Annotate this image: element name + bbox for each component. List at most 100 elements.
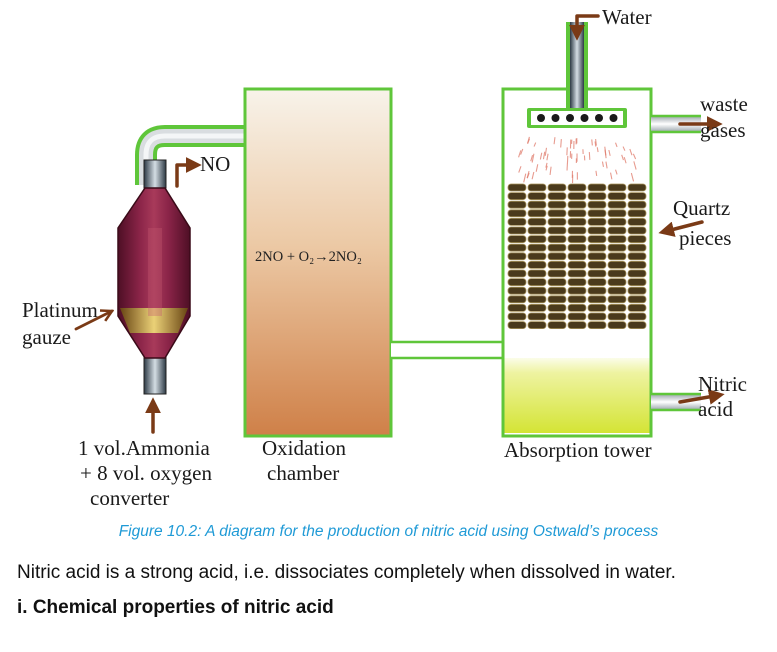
spray-droplet: [560, 139, 562, 148]
oxidation-label: Oxidation: [262, 436, 346, 460]
nitric-acid-outlet-pipe: [651, 392, 701, 412]
quartz-piece: [527, 200, 547, 209]
quartz-piece: [587, 278, 607, 287]
no-flow-arrow: [175, 157, 202, 188]
quartz-piece: [607, 243, 627, 252]
quartz-piece: [507, 192, 527, 201]
quartz-piece: [607, 269, 627, 278]
spray-droplet: [535, 164, 539, 172]
spray-droplet: [595, 139, 597, 146]
spray-droplet: [615, 169, 618, 175]
quartz-piece: [567, 235, 587, 244]
quartz-piece: [587, 235, 607, 244]
quartz-piece: [587, 209, 607, 218]
quartz-piece: [507, 252, 527, 261]
spray-droplet: [633, 161, 637, 170]
water-label: Water: [602, 5, 652, 29]
no-label: NO: [200, 152, 230, 176]
water-flow-arrow: [569, 14, 600, 41]
quartz-piece: [587, 286, 607, 295]
platinum-gauze-band: [120, 308, 188, 333]
quartz-piece: [547, 235, 567, 244]
quartz-piece: [567, 200, 587, 209]
quartz-piece: [527, 312, 547, 321]
nitric-label: Nitric: [698, 372, 747, 396]
quartz-piece: [627, 260, 647, 269]
quartz-piece: [547, 260, 567, 269]
quartz-piece: [607, 295, 627, 304]
quartz-piece: [567, 226, 587, 235]
quartz-piece: [527, 278, 547, 287]
ostwald-process-diagram: 2NO + O₂→2NO₂: [22, 5, 748, 510]
converter-outlet-pipe: [143, 159, 167, 189]
quartz-piece: [527, 303, 547, 312]
platinum-pointer-arrow: [74, 311, 112, 331]
quartz-piece: [507, 321, 527, 330]
quartz-piece: [547, 192, 567, 201]
nitric-acid-arrow: [678, 389, 725, 405]
spray-droplet: [531, 171, 535, 180]
quartz-piece: [567, 252, 587, 261]
acid-label: acid: [698, 397, 733, 421]
quartz-piece: [547, 243, 567, 252]
quartz-piece: [627, 303, 647, 312]
quartz-piece: [567, 183, 587, 192]
nozzle: [566, 114, 574, 122]
quartz-piece: [587, 295, 607, 304]
quartz-piece: [587, 303, 607, 312]
quartz-piece: [587, 226, 607, 235]
spray-droplet: [518, 166, 522, 173]
quartz-piece: [627, 217, 647, 226]
spray-droplet: [623, 156, 627, 164]
quartz-piece: [547, 183, 567, 192]
quartz-piece: [587, 192, 607, 201]
absorption-tower: [501, 87, 653, 438]
quartz-piece: [627, 209, 647, 218]
quartz-piece: [547, 321, 567, 330]
quartz-piece: [587, 217, 607, 226]
quartz-piece: [587, 252, 607, 261]
spray-droplet: [591, 139, 593, 146]
quartz-piece: [507, 269, 527, 278]
quartz-piece: [527, 321, 547, 330]
spray-droplet: [553, 137, 556, 145]
spray-droplet: [604, 149, 607, 159]
quartz-piece: [607, 278, 627, 287]
spray-droplet: [520, 148, 524, 155]
quartz-piece: [527, 269, 547, 278]
spray-droplet: [594, 141, 597, 147]
spray-droplet: [632, 153, 637, 160]
converter-label: converter: [90, 486, 169, 510]
no-transfer-pipe: [135, 125, 246, 185]
quartz-piece: [507, 295, 527, 304]
quartz-piece: [507, 243, 527, 252]
quartz-pieces: [507, 183, 647, 330]
quartz-piece: [607, 312, 627, 321]
quartz-piece: [627, 235, 647, 244]
quartz-piece: [587, 269, 607, 278]
quartz-piece: [627, 243, 647, 252]
quartz-piece: [507, 312, 527, 321]
quartz-piece: [507, 183, 527, 192]
quartz-piece: [567, 278, 587, 287]
quartz-piece: [507, 303, 527, 312]
quartz-piece: [627, 200, 647, 209]
spray-droplet: [549, 166, 552, 176]
quartz-piece: [567, 269, 587, 278]
spray-droplet: [531, 153, 535, 163]
spray-droplet: [544, 147, 548, 156]
nozzle: [595, 114, 603, 122]
figure-caption: Figure 10.2: A diagram for the productio…: [118, 523, 659, 540]
quartz-piece: [587, 312, 607, 321]
quartz-piece: [527, 286, 547, 295]
quartz-piece: [627, 252, 647, 261]
section-heading: i. Chemical properties of nitric acid: [17, 597, 334, 618]
acid-liquid: [503, 358, 651, 433]
quartz-piece: [527, 183, 547, 192]
quartz-piece: [547, 295, 567, 304]
spray-droplet: [630, 172, 635, 182]
quartz-piece: [507, 286, 527, 295]
quartz-piece: [527, 260, 547, 269]
spray-droplet: [542, 151, 546, 160]
spray-droplet: [539, 152, 543, 160]
